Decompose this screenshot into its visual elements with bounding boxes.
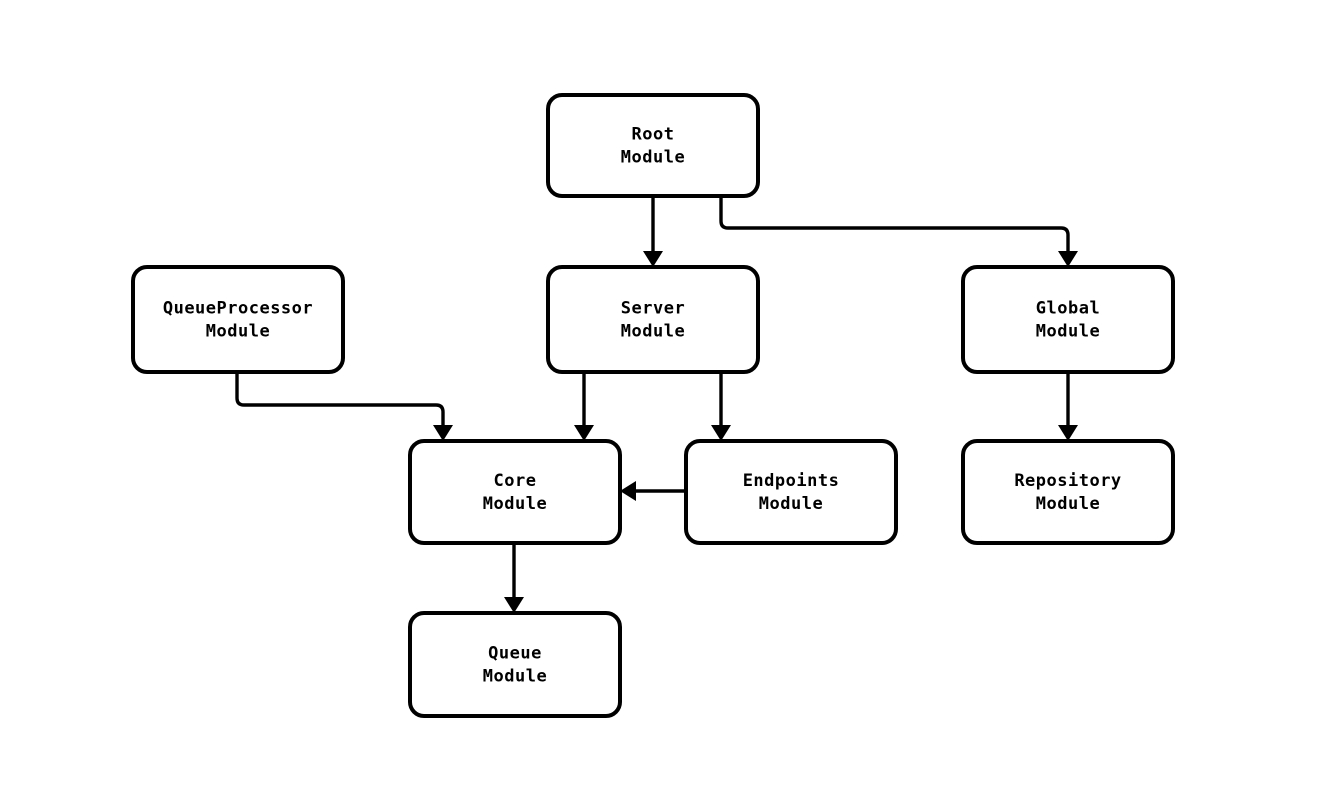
node-label-line1: Queue (488, 644, 542, 664)
edge-root-to-server (643, 196, 663, 267)
arrowhead-icon (1058, 425, 1078, 441)
edge-root-to-global (719, 196, 1078, 267)
edge-global-to-repository (1058, 372, 1078, 441)
edge-server-to-core (574, 372, 594, 441)
edge-line (235, 372, 445, 427)
node-label-line2: Module (1036, 494, 1100, 514)
node-box[interactable] (684, 439, 898, 545)
edge-queueprocessor-to-core (235, 372, 453, 441)
node-label-line2: Module (759, 494, 823, 514)
edge-endpoints-to-core (620, 481, 686, 501)
arrowhead-icon (1058, 251, 1078, 267)
node-label-line1: Global (1036, 299, 1100, 319)
edge-core-to-queue (504, 543, 524, 613)
node-box[interactable] (408, 611, 622, 718)
node-label-line2: Module (483, 494, 547, 514)
node-label-line2: Module (621, 322, 685, 342)
edge-server-to-endpoints (711, 372, 731, 441)
arrowhead-icon (433, 425, 453, 441)
node-label-line2: Module (621, 148, 685, 168)
node-label-line1: Repository (1014, 471, 1121, 491)
arrowhead-icon (574, 425, 594, 441)
node-box[interactable] (131, 265, 345, 374)
arrowhead-icon (504, 597, 524, 613)
node-label-line2: Module (1036, 322, 1100, 342)
node-box[interactable] (546, 93, 760, 198)
node-label-line1: Endpoints (743, 471, 840, 491)
node-layer: RootModuleQueueProcessorModuleServerModu… (131, 93, 1175, 718)
node-label-line1: Server (621, 299, 685, 319)
edge-layer (235, 196, 1078, 613)
edge-line (719, 196, 1070, 253)
node-label-line1: QueueProcessor (163, 299, 313, 319)
arrowhead-icon (643, 251, 663, 267)
arrowhead-icon (711, 425, 731, 441)
node-label-line2: Module (483, 667, 547, 687)
node-box[interactable] (961, 265, 1175, 374)
node-box[interactable] (546, 265, 760, 374)
arrowhead-icon (620, 481, 636, 501)
node-label-line1: Core (494, 471, 537, 491)
node-label-line1: Root (632, 125, 675, 145)
node-box[interactable] (961, 439, 1175, 545)
node-box[interactable] (408, 439, 622, 545)
node-label-line2: Module (206, 322, 270, 342)
